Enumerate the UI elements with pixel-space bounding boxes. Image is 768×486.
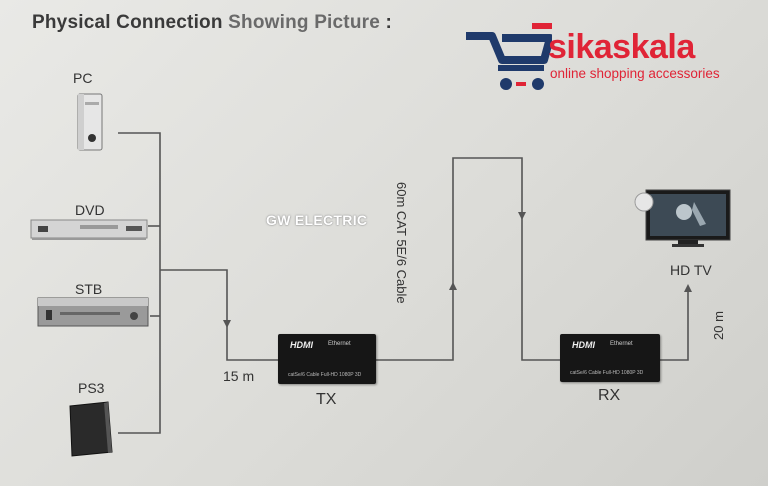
label-dvd: DVD	[75, 202, 105, 218]
logo-brand-name: sikaskala	[548, 28, 695, 66]
logo-tagline: online shopping accessories	[550, 66, 720, 81]
cable-length-20m: 20 m	[711, 311, 726, 340]
tx-extender: HDMI Ethernet catSe/6 Cable Full-HD 1080…	[278, 334, 376, 384]
ethernet-label: Ethernet	[328, 341, 351, 347]
dvd-player-icon	[30, 219, 148, 240]
label-ps3: PS3	[78, 380, 105, 396]
line-cat-cable	[376, 157, 560, 361]
brand-logo: sikaskala online shopping accessories	[462, 22, 762, 98]
line-to-hdtv	[660, 290, 689, 361]
pc-tower-icon	[77, 93, 103, 151]
arrow-up-icon	[449, 282, 457, 290]
arrow-down-icon	[518, 212, 526, 220]
rx-extender: HDMI Ethernet catSe/6 Cable Full-HD 1080…	[560, 334, 660, 382]
tx-label: TX	[316, 391, 337, 408]
arrow-up-icon	[684, 284, 692, 292]
source-bus-line	[118, 132, 161, 434]
hdmi-logo: HDMI	[290, 340, 313, 350]
label-stb: STB	[75, 281, 103, 297]
cable-length-15m: 15 m	[223, 368, 255, 384]
tx-fine-print: catSe/6 Cable Full-HD 1080P 3D	[288, 372, 362, 378]
rx-fine-print: catSe/6 Cable Full-HD 1080P 3D	[570, 370, 644, 376]
label-pc: PC	[73, 70, 93, 86]
hdmi-logo: HDMI	[572, 340, 595, 350]
set-top-box-icon	[37, 297, 149, 327]
line-to-tx	[160, 269, 278, 361]
watermark: GW ELECTRIC	[266, 212, 368, 228]
page-title: Physical Connection Showing Picture :	[32, 12, 393, 33]
rx-label: RX	[598, 387, 621, 404]
hd-tv-label: HD TV	[670, 262, 712, 278]
ethernet-label: Ethernet	[610, 341, 633, 347]
arrow-down-icon	[223, 320, 231, 328]
cable-length-60m: 60m CAT 5E/6 Cable	[394, 182, 409, 304]
hd-tv-icon	[634, 189, 731, 247]
ps3-console-icon	[69, 401, 113, 457]
